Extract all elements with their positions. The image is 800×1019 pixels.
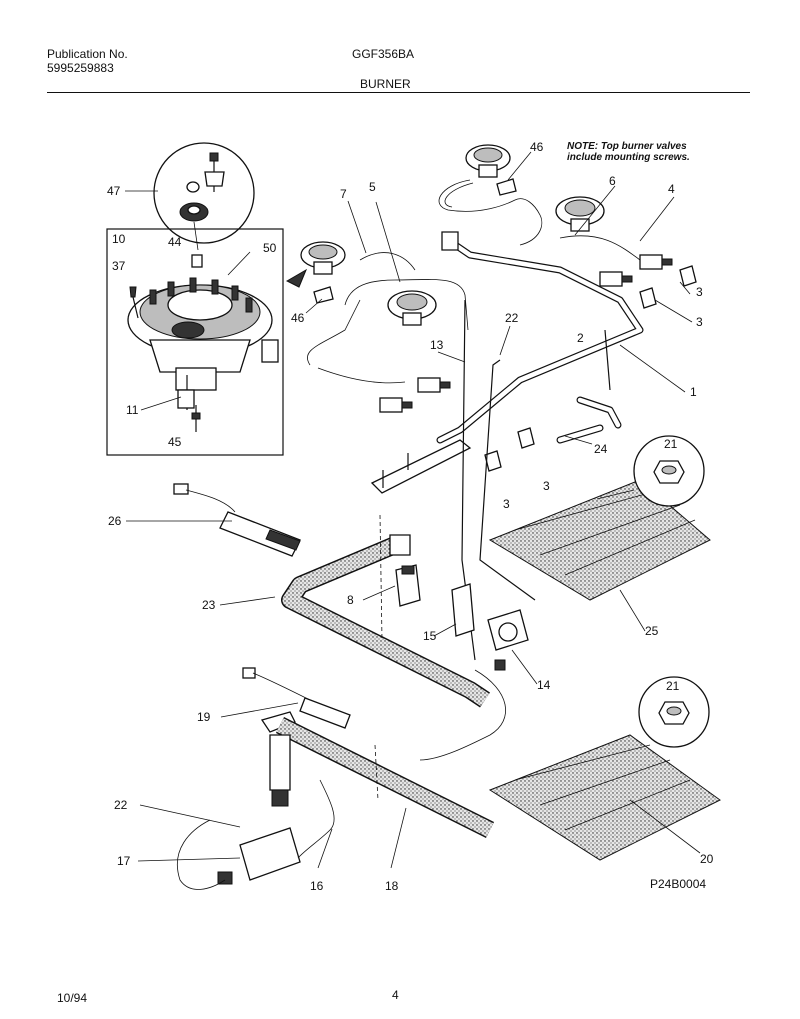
callout-15: 15 <box>423 629 437 643</box>
note-line-2: include mounting screws. <box>567 152 690 163</box>
nut-detail-upper <box>633 435 705 507</box>
thermostat-valve <box>487 609 529 671</box>
valve-plate-2 <box>517 427 535 449</box>
callout-2: 2 <box>577 331 584 345</box>
callout-21-top: 21 <box>664 437 678 451</box>
callout-labels: 47 10 44 50 37 11 45 7 5 46 6 4 46 22 13… <box>107 140 714 893</box>
section-title: BURNER <box>360 77 411 91</box>
publication-label: Publication No. <box>47 47 128 61</box>
burner-baffle-lower <box>488 734 721 861</box>
callout-8: 8 <box>347 593 354 607</box>
burner-head-left-front <box>387 290 437 326</box>
valve-rear-left <box>417 377 451 393</box>
burner-gas-tubes <box>307 179 641 384</box>
footer-date: 10/94 <box>57 991 88 1005</box>
callout-10: 10 <box>112 232 126 246</box>
igniter-module <box>173 483 301 557</box>
callout-20: 20 <box>700 852 714 866</box>
valve-front-right <box>599 271 633 287</box>
clip-left <box>313 286 334 304</box>
valve-bracket-left <box>370 439 472 494</box>
valve-front-left <box>379 397 413 413</box>
detail-pointer-arrow <box>285 268 308 288</box>
callout-19: 19 <box>197 710 211 724</box>
callout-24: 24 <box>594 442 608 456</box>
callout-16: 16 <box>310 879 324 893</box>
detail-burner-box <box>106 228 284 456</box>
dash-line-bake <box>379 514 383 641</box>
broil-burner <box>260 711 495 839</box>
callout-50: 50 <box>263 241 277 255</box>
callout-22-bottom: 22 <box>114 798 128 812</box>
burner-baffle-upper <box>488 479 711 601</box>
callout-22-top: 22 <box>505 311 519 325</box>
header-rule <box>47 92 750 93</box>
orifice-rod <box>604 329 611 391</box>
callout-26: 26 <box>108 514 122 528</box>
callout-4: 4 <box>668 182 675 196</box>
callout-37: 37 <box>112 259 126 273</box>
dash-line-broil <box>374 744 379 801</box>
callout-46-left: 46 <box>291 311 305 325</box>
bracket-15 <box>451 583 475 637</box>
burner-head-right-front <box>555 196 605 232</box>
callout-14: 14 <box>537 678 551 692</box>
valve-rear-right <box>639 254 673 270</box>
callout-18: 18 <box>385 879 399 893</box>
clip-right <box>496 178 517 196</box>
footer-page-number: 4 <box>392 988 399 1002</box>
callout-3-c: 3 <box>543 479 550 493</box>
callout-5: 5 <box>369 180 376 194</box>
detail-screw-circle <box>153 142 255 251</box>
nut-detail-lower <box>638 676 710 748</box>
callout-21-bottom: 21 <box>666 679 680 693</box>
leader-lines <box>125 151 701 869</box>
broil-valve-assembly <box>176 669 506 890</box>
broil-igniter <box>242 667 351 729</box>
valve-plate-4 <box>679 265 697 287</box>
valve-plate-1 <box>484 450 502 472</box>
callout-44: 44 <box>168 235 182 249</box>
callout-11: 11 <box>126 403 139 417</box>
drawing-code: P24B0004 <box>650 877 706 891</box>
callout-3-a: 3 <box>696 285 703 299</box>
publication-number: 5995259883 <box>47 61 114 75</box>
callout-17: 17 <box>117 854 131 868</box>
burner-head-right-rear <box>465 144 511 178</box>
valve-plate-3 <box>639 287 657 309</box>
callout-25: 25 <box>645 624 659 638</box>
callout-7: 7 <box>340 187 347 201</box>
callout-1: 1 <box>690 385 697 399</box>
callout-13: 13 <box>430 338 444 352</box>
callout-3-d: 3 <box>503 497 510 511</box>
callout-23: 23 <box>202 598 216 612</box>
callout-6: 6 <box>609 174 616 188</box>
note-line-1: NOTE: Top burner valves <box>567 141 687 152</box>
callout-45: 45 <box>168 435 182 449</box>
callout-46-top: 46 <box>530 140 544 154</box>
model-number: GGF356BA <box>352 47 415 61</box>
burner-head-left-rear <box>300 241 346 275</box>
bake-burner-tube <box>281 534 490 708</box>
callout-3-b: 3 <box>696 315 703 329</box>
manifold-pipe <box>436 231 644 444</box>
tube-22-upper <box>479 359 536 601</box>
callout-47: 47 <box>107 184 121 198</box>
